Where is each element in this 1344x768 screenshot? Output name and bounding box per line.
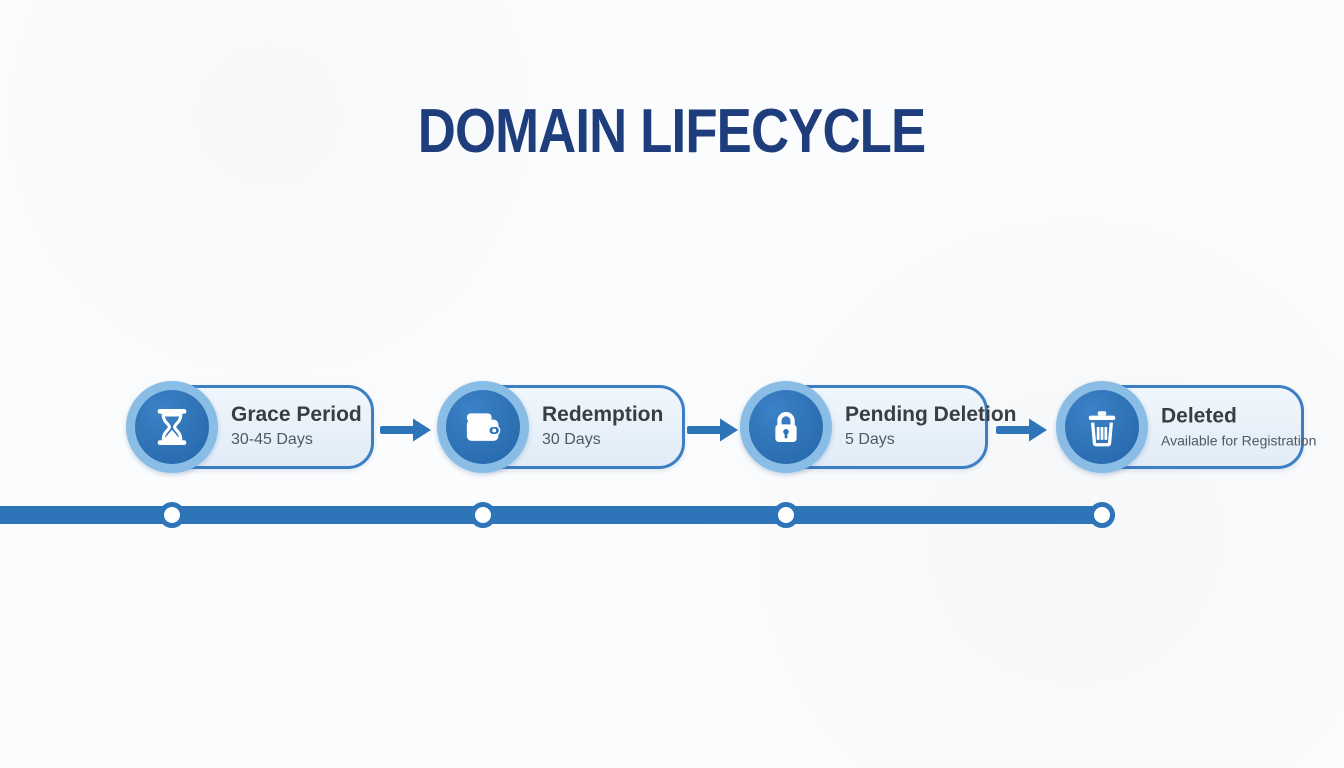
stage-duration: Available for Registration: [1161, 432, 1317, 449]
stage-name: Redemption: [542, 403, 664, 427]
stage-1: Grace Period 30-45 Days: [126, 381, 396, 473]
stage-icon-badge: [126, 381, 218, 473]
arrow-right-icon: [379, 417, 432, 443]
stage-name: Pending Deletion: [845, 403, 1017, 427]
stage-name: Deleted: [1161, 404, 1237, 428]
timeline-milestone-dot: [470, 502, 496, 528]
timeline-milestone-dot: [159, 502, 185, 528]
trash-icon: [1080, 405, 1124, 449]
stage-name: Grace Period: [231, 403, 362, 427]
wallet-icon: [461, 405, 505, 449]
timeline-milestone-dot: [773, 502, 799, 528]
stage-icon-badge: [740, 381, 832, 473]
stage-duration: 5 Days: [845, 431, 895, 449]
timeline-milestone-dot: [1089, 502, 1115, 528]
timeline-bar: [0, 506, 1115, 524]
arrow-right-icon: [996, 417, 1048, 443]
stage-4: Deleted Available for Registration: [1056, 381, 1326, 473]
stage-2: Redemption 30 Days: [437, 381, 707, 473]
stage-3: Pending Deletion 5 Days: [740, 381, 1017, 473]
arrow-right-icon: [686, 417, 739, 443]
stage-duration: 30-45 Days: [231, 431, 313, 449]
stage-icon-badge: [1056, 381, 1148, 473]
hourglass-icon: [150, 405, 194, 449]
stage-duration: 30 Days: [542, 431, 601, 449]
lock-icon: [764, 405, 808, 449]
stage-icon-badge: [437, 381, 529, 473]
page-title: DOMAIN LIFECYCLE: [418, 97, 926, 166]
